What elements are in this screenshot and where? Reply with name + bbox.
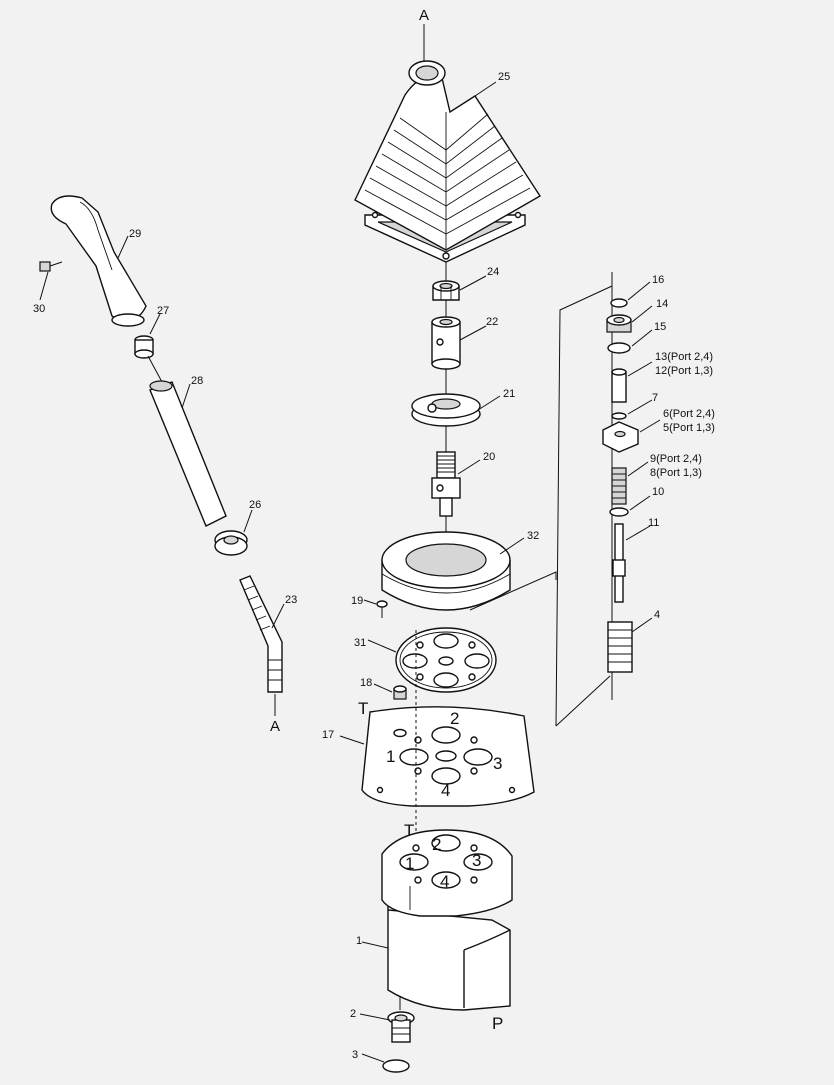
callout-19: 19 bbox=[351, 595, 363, 607]
callout-27: 27 bbox=[157, 305, 169, 317]
group-bracket-return bbox=[555, 675, 611, 727]
callout-31: 31 bbox=[354, 637, 366, 649]
joint-part-20 bbox=[431, 451, 461, 517]
callout-17: 17 bbox=[322, 729, 334, 741]
screw-part-19 bbox=[376, 600, 388, 618]
callout-2: 2 bbox=[350, 1008, 356, 1020]
body-port-4: 4 bbox=[440, 872, 449, 891]
plate-port-4: 4 bbox=[441, 781, 450, 800]
plate-port-1: 1 bbox=[386, 747, 395, 766]
fitting-part-2 bbox=[387, 1011, 415, 1043]
body-port-1: 1 bbox=[405, 854, 414, 873]
callout-29: 29 bbox=[129, 228, 141, 240]
body-part-1 bbox=[381, 829, 513, 1011]
label-a-top: A bbox=[419, 7, 429, 24]
callout-4: 4 bbox=[654, 609, 660, 621]
lever-link bbox=[147, 355, 163, 383]
nut-part-26 bbox=[214, 530, 248, 556]
label-t-body: T bbox=[404, 821, 414, 840]
link-line-to-body bbox=[469, 571, 557, 611]
boot-part-25 bbox=[354, 60, 541, 263]
callout-15: 15 bbox=[654, 321, 666, 333]
oring-part-15 bbox=[607, 342, 631, 354]
screw-part-30 bbox=[39, 261, 63, 272]
callout-32: 32 bbox=[527, 530, 539, 542]
leader-lines bbox=[39, 81, 661, 1063]
grip-part-29 bbox=[50, 195, 147, 327]
callout-1: 1 bbox=[356, 935, 362, 947]
label-t-plate: T bbox=[358, 699, 368, 718]
callout-8: 8(Port 1,3) bbox=[650, 467, 702, 479]
callout-25: 25 bbox=[498, 71, 510, 83]
group-bracket-line bbox=[555, 272, 613, 727]
callout-28: 28 bbox=[191, 375, 203, 387]
spool-part-11 bbox=[612, 523, 626, 603]
callout-23: 23 bbox=[285, 594, 297, 606]
pusher-part-13 bbox=[611, 368, 627, 403]
callout-5: 5(Port 1,3) bbox=[663, 422, 715, 434]
callout-7: 7 bbox=[652, 392, 658, 404]
gasket-part-31 bbox=[395, 627, 497, 693]
washer-part-7 bbox=[611, 412, 627, 420]
washer-part-10 bbox=[609, 507, 629, 517]
plate-port-3: 3 bbox=[493, 754, 502, 773]
nut-part-27 bbox=[134, 335, 154, 359]
plug-part-18 bbox=[393, 685, 407, 700]
tube-part-28 bbox=[149, 380, 227, 527]
callout-22: 22 bbox=[486, 316, 498, 328]
plate-part-21 bbox=[411, 393, 481, 427]
callout-13: 13(Port 2,4) bbox=[655, 351, 713, 363]
callout-14: 14 bbox=[656, 298, 668, 310]
label-p-port: P bbox=[492, 1014, 503, 1033]
bushing-part-14 bbox=[606, 314, 632, 333]
body-port-2: 2 bbox=[432, 835, 441, 854]
callout-21: 21 bbox=[503, 388, 515, 400]
ring-part-32 bbox=[381, 531, 511, 611]
callout-20: 20 bbox=[483, 451, 495, 463]
callout-16: 16 bbox=[652, 274, 664, 286]
label-a-bottom: A bbox=[270, 718, 280, 735]
spring-part-4 bbox=[607, 621, 633, 673]
callout-6: 6(Port 2,4) bbox=[663, 408, 715, 420]
plate-part-17 bbox=[361, 706, 535, 807]
callout-11: 11 bbox=[648, 517, 659, 529]
callout-12: 12(Port 1,3) bbox=[655, 365, 713, 377]
callout-9: 9(Port 2,4) bbox=[650, 453, 702, 465]
callout-3: 3 bbox=[352, 1049, 358, 1061]
joint-part-22 bbox=[431, 316, 461, 370]
body-port-3: 3 bbox=[472, 851, 481, 870]
oring-part-16 bbox=[610, 298, 628, 308]
plate-port-2: 2 bbox=[450, 709, 459, 728]
lever-part-23 bbox=[239, 575, 283, 693]
nut-part-24 bbox=[432, 280, 460, 301]
callout-10: 10 bbox=[652, 486, 664, 498]
callout-18: 18 bbox=[360, 677, 372, 689]
callout-26: 26 bbox=[249, 499, 261, 511]
oring-part-3 bbox=[382, 1059, 410, 1073]
callout-30: 30 bbox=[33, 303, 45, 315]
spring-part-9 bbox=[611, 467, 627, 505]
spring-seat-part-6 bbox=[602, 421, 639, 453]
callout-24: 24 bbox=[487, 266, 499, 278]
